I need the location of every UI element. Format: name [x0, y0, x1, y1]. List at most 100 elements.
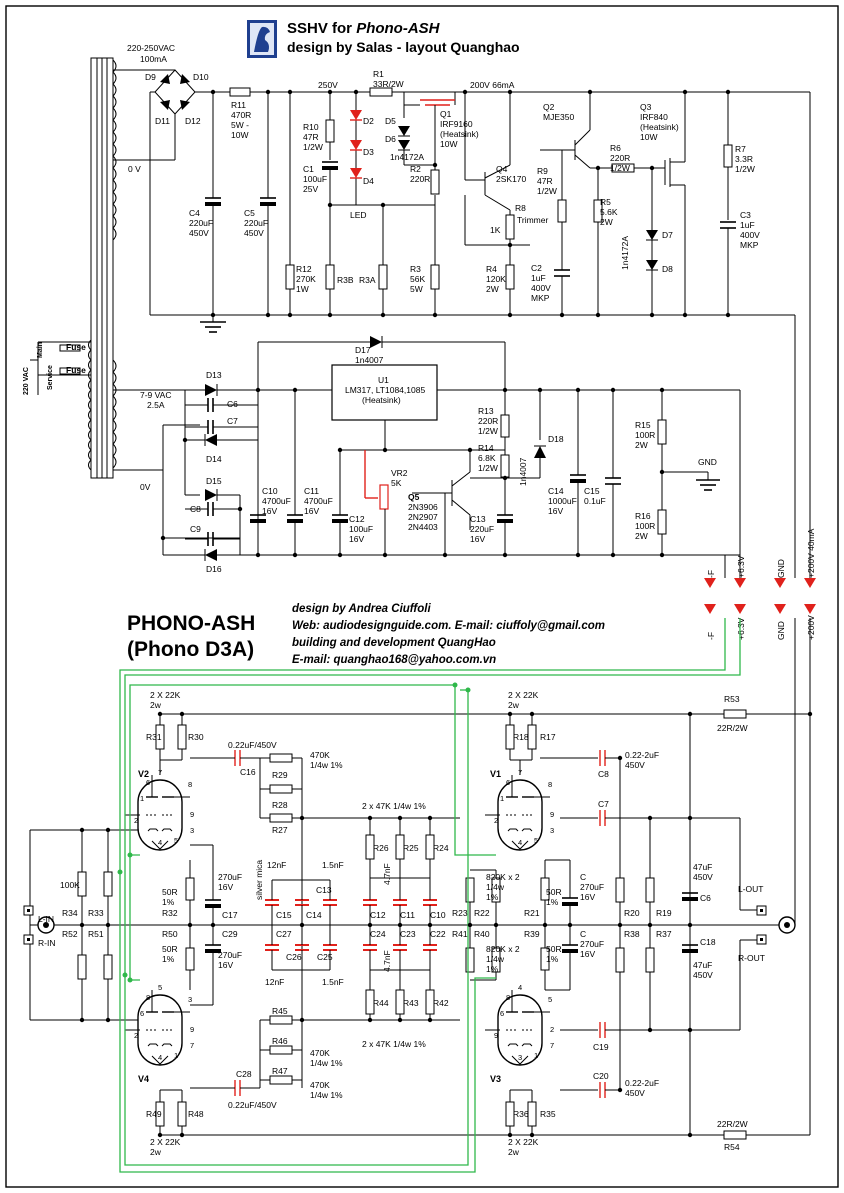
label-r38: R38 [624, 929, 640, 939]
label-d9: D9 [145, 72, 156, 82]
connector-label: -F [706, 632, 716, 640]
label-c24: C24 [370, 929, 386, 939]
label-r21: R21 [524, 908, 540, 918]
connector-label: +200V [806, 615, 816, 640]
label-r22: R22 [474, 908, 490, 918]
label-r24: R24 [433, 843, 449, 853]
label-r34: R34 [62, 908, 78, 918]
tube-pin: 3 [550, 826, 554, 835]
tube-pin: 9 [190, 1025, 194, 1034]
label-r32: R32 [162, 908, 178, 918]
riaa-capacitors [265, 895, 437, 955]
credit-line-3: building and development QuangHao [292, 637, 496, 649]
tube-pin: 4 [158, 1053, 162, 1062]
tube-pin: 6 [140, 1009, 144, 1018]
label-r41: R41 [452, 929, 468, 939]
label-d10: D10 [193, 72, 209, 82]
label-n47: 4.7nF [382, 863, 392, 885]
label-d12: D12 [185, 116, 201, 126]
label-c29: C29 [222, 929, 238, 939]
tube-pin: 7 [518, 768, 522, 777]
tube-pin: 1 [534, 1051, 538, 1060]
label-k100: 100K [60, 880, 80, 890]
label-r26: R26 [373, 843, 389, 853]
label-c8: C8 [190, 504, 201, 514]
fuse-label-1: Fuse [66, 342, 86, 352]
filament-supply-wires [113, 336, 741, 578]
label-c6a: C6 [700, 893, 711, 903]
junctions-amp [79, 711, 813, 1138]
label-c22: C22 [430, 929, 446, 939]
tube-pin: 9 [550, 810, 554, 819]
label-d6v: 1n4172A [390, 152, 424, 162]
label-c23: C23 [400, 929, 416, 939]
label-r44: R44 [373, 998, 389, 1008]
main-label: Main [37, 342, 44, 358]
label-c10a: C10 [430, 910, 446, 920]
amp-wires [23, 618, 811, 1140]
rail-250-label: 250V [318, 80, 338, 90]
connector-arrow [774, 604, 786, 614]
label-n47b: 4.7nF [382, 950, 392, 972]
label-r33: R33 [88, 908, 104, 918]
label-r29: R29 [272, 770, 288, 780]
header-title: SSHV for Phono-ASH [287, 20, 441, 37]
label-r48: R48 [188, 1109, 204, 1119]
mains-label: 220-250VAC [127, 43, 175, 53]
tube-pin: 7 [158, 768, 162, 777]
label-r45: R45 [272, 1006, 288, 1016]
label-r3b: R3B [337, 275, 354, 285]
tube-pin: 8 [188, 780, 192, 789]
tube-ref: V2 [138, 769, 149, 779]
label-mica: silver mica [254, 860, 264, 900]
connector-arrow [734, 604, 746, 614]
label-r51: R51 [88, 929, 104, 939]
tube-pin: 6 [506, 778, 510, 787]
label-d8: D8 [662, 264, 673, 274]
bridge-diodes [160, 74, 190, 110]
tube-pin: 4 [158, 838, 162, 847]
credit-line-1: design by Andrea Ciuffoli [292, 603, 431, 615]
connector-arrow [704, 604, 716, 614]
label-c26: C26 [286, 952, 302, 962]
label-r18: R18 [513, 732, 529, 742]
connector-arrow [774, 578, 786, 588]
label-c20: C20 [593, 1071, 609, 1081]
connector-arrow [804, 604, 816, 614]
credit-line-4: E-mail: quanghao168@yahoo.com.vn [292, 654, 496, 666]
label-r54: R54 [724, 1142, 740, 1152]
tube-pin: 6 [146, 778, 150, 787]
label-c12a: C12 [370, 910, 386, 920]
tube-ref: V4 [138, 1074, 149, 1084]
label-r37: R37 [656, 929, 672, 939]
label-c8a: C8 [598, 769, 609, 779]
tube-pin: 1 [140, 794, 144, 803]
tube-pin: 1 [174, 1051, 178, 1060]
